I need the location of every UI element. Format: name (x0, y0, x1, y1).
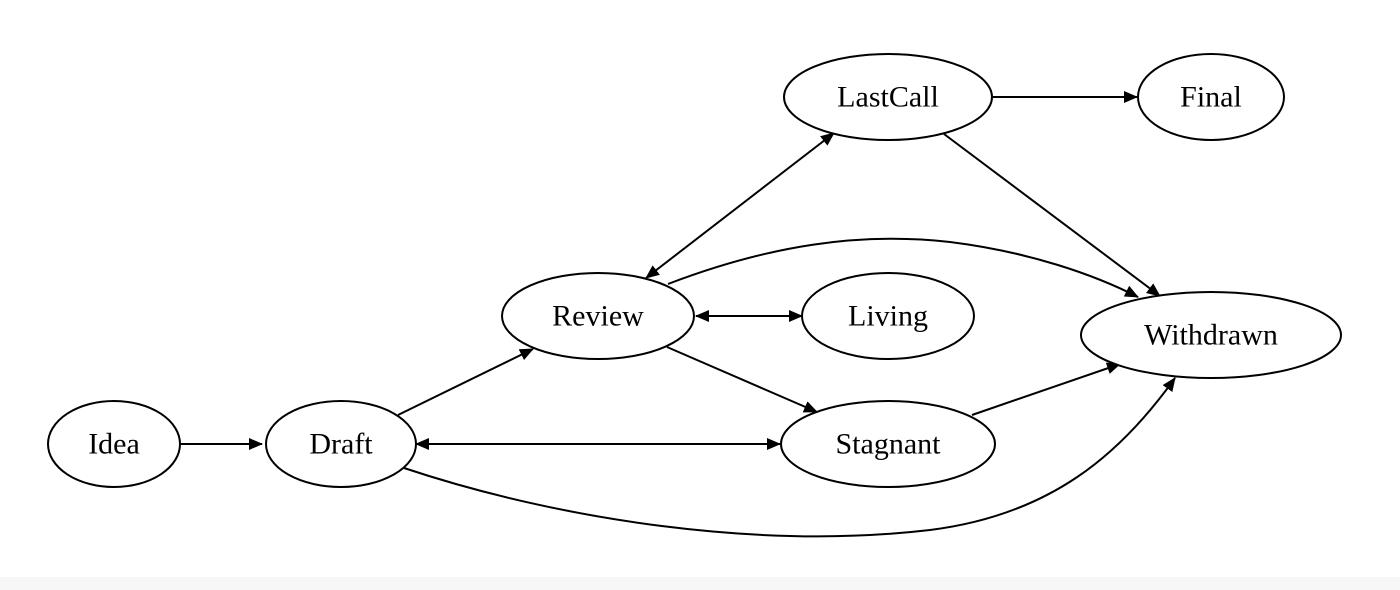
node-withdrawn: Withdrawn (1080, 291, 1342, 379)
node-withdrawn-label: Withdrawn (1144, 319, 1278, 352)
bottom-strip (0, 577, 1400, 590)
node-lastcall: LastCall (783, 53, 993, 141)
node-final: Final (1137, 53, 1285, 141)
edge-lastcall-withdrawn (943, 133, 1161, 297)
node-idea: Idea (47, 400, 181, 488)
node-review-label: Review (552, 300, 644, 333)
edge-stagnant-withdrawn (971, 362, 1121, 416)
node-living-label: Living (848, 300, 928, 333)
edge-review-stagnant (666, 346, 818, 413)
nodes: Idea Draft Review Living LastCall Final … (47, 53, 1342, 488)
node-final-label: Final (1180, 81, 1242, 114)
node-draft: Draft (265, 400, 417, 488)
node-review: Review (501, 272, 695, 360)
node-living: Living (801, 272, 975, 360)
node-stagnant-label: Stagnant (836, 428, 942, 461)
node-draft-label: Draft (309, 428, 373, 461)
edges (181, 91, 1176, 538)
node-lastcall-label: LastCall (837, 81, 939, 114)
edge-review-withdrawn (667, 237, 1139, 298)
edge-draft-withdrawn (403, 377, 1176, 538)
node-idea-label: Idea (88, 428, 140, 461)
edge-review-lastcall (645, 132, 835, 279)
edge-draft-review (397, 348, 534, 416)
node-stagnant: Stagnant (780, 400, 996, 488)
